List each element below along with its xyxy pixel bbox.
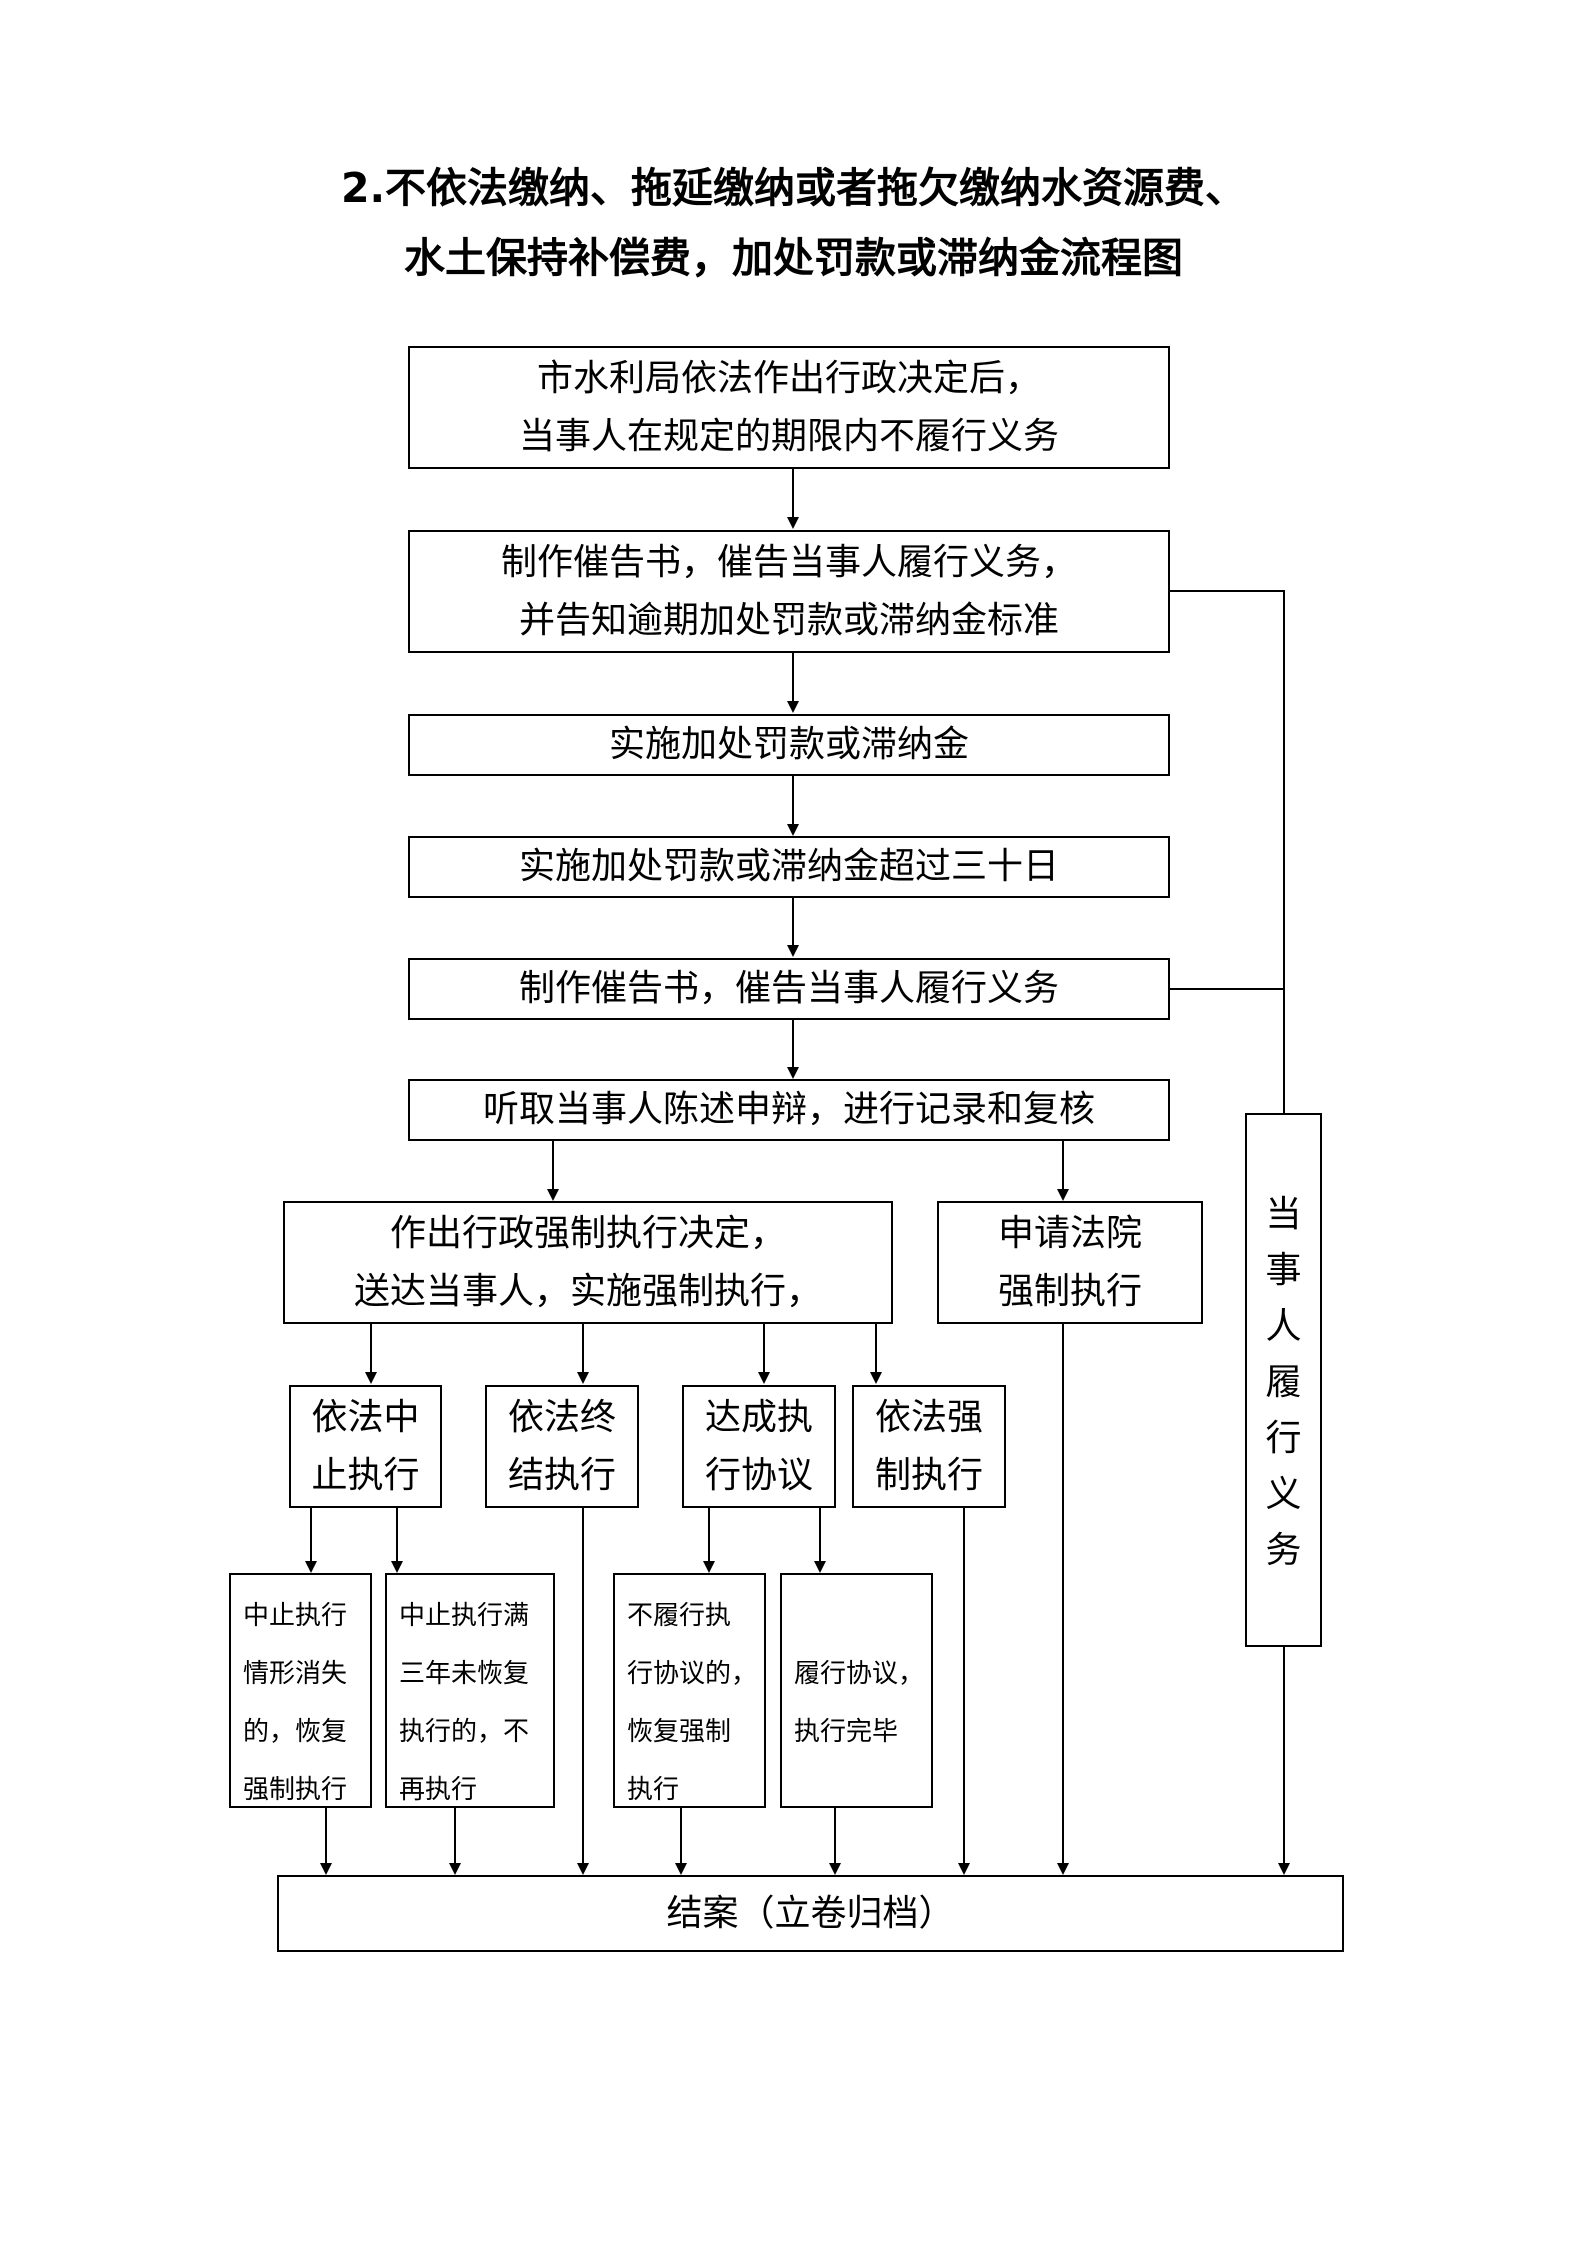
step-administrative-decision: 市水利局依法作出行政决定后， 当事人在规定的期限内不履行义务 [408,346,1170,469]
step-court-enforcement: 申请法院 强制执行 [937,1201,1203,1324]
outcome-agreement-fulfilled: 履行协议， 执行完毕 [780,1573,933,1808]
step-party-fulfills: 当 事 人 履 行 义 务 [1245,1113,1322,1647]
page-title-line1: 2.不依法缴纳、拖延缴纳或者拖欠缴纳水资源费、 [340,164,1247,212]
step-impose-penalty: 实施加处罚款或滞纳金 [408,714,1170,776]
step-issue-reminder: 制作催告书，催告当事人履行义务， 并告知逾期加处罚款或滞纳金标准 [408,530,1170,653]
page-title-line2: 水土保持补偿费，加处罚款或滞纳金流程图 [404,234,1183,282]
branch-agreement: 达成执 行协议 [682,1385,836,1508]
branch-force: 依法强 制执行 [852,1385,1006,1508]
step-admin-enforcement: 作出行政强制执行决定， 送达当事人，实施强制执行， [283,1201,893,1324]
step-hear-statement: 听取当事人陈述申辩，进行记录和复核 [408,1079,1170,1141]
final-close-case: 结案（立卷归档） [277,1875,1344,1952]
step-penalty-over-30-days: 实施加处罚款或滞纳金超过三十日 [408,836,1170,898]
outcome-breach-agreement: 不履行执 行协议的， 恢复强制 执行 [613,1573,766,1808]
connector-step2-fulfill [1169,590,1285,1113]
branch-terminate: 依法终 结执行 [485,1385,639,1508]
step-second-reminder: 制作催告书，催告当事人履行义务 [408,958,1170,1020]
outcome-resume-enforcement: 中止执行 情形消失 的，恢复 强制执行 [229,1573,372,1808]
outcome-three-years-no-resume: 中止执行满 三年未恢复 执行的，不 再执行 [385,1573,555,1808]
branch-suspend: 依法中 止执行 [289,1385,442,1508]
